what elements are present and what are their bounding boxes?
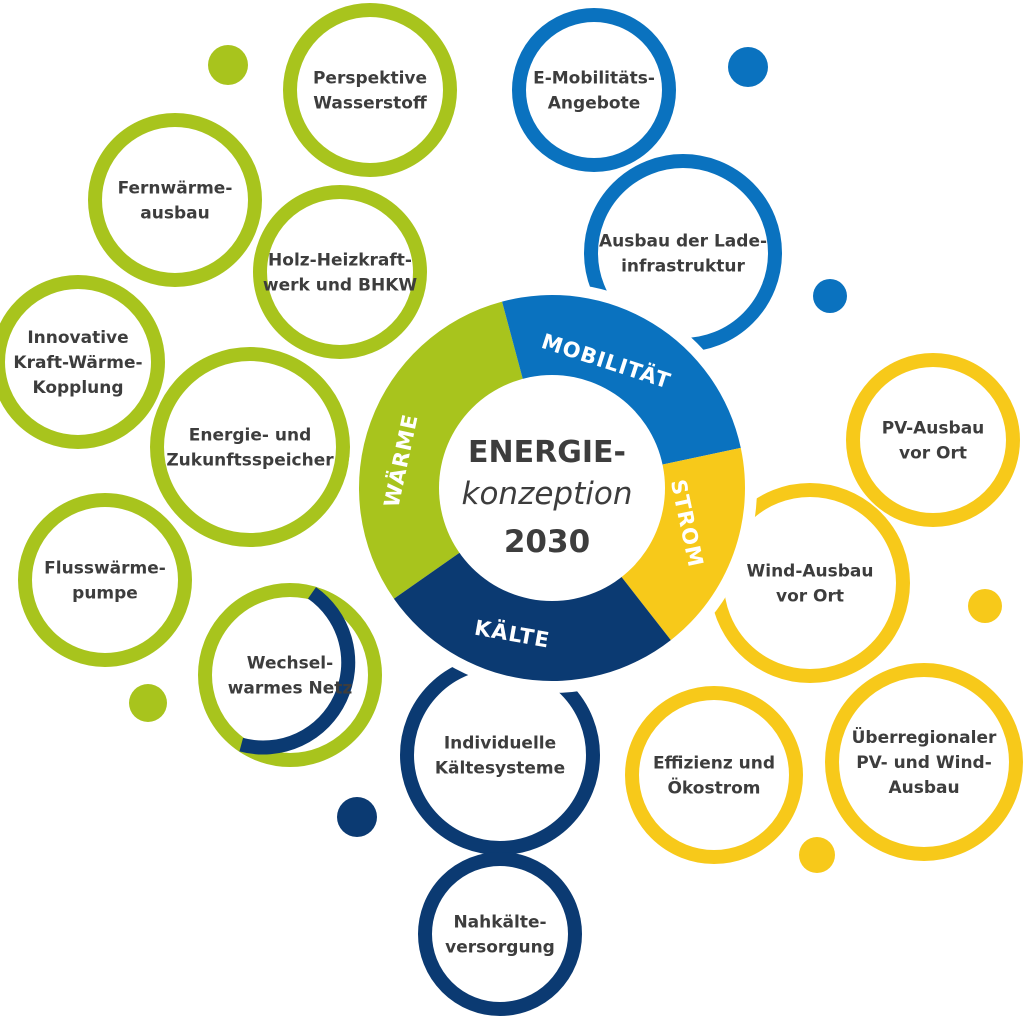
bubble-label-line: Kraft-Wärme- xyxy=(13,353,142,373)
bubble-ring xyxy=(253,185,427,359)
bubble-ring xyxy=(846,353,1020,527)
bubble-ring xyxy=(88,113,262,287)
decorative-dot xyxy=(968,589,1002,623)
center-title-year: 2030 xyxy=(504,524,590,560)
center-title-line1: ENERGIE- xyxy=(468,435,626,470)
bubble-label-line: werk und BHKW xyxy=(263,276,417,296)
decorative-dot xyxy=(337,797,377,837)
bubble-label-line: Wind-Ausbau xyxy=(746,562,873,582)
center-wheel: WÄRME MOBILITÄT STROM KÄLTE ENERGIE- kon… xyxy=(347,283,757,693)
bubble-pv-ausbau: PV-Ausbau vor Ort xyxy=(846,353,1020,527)
bubble-e-mobilitaets-angebote: E-Mobilitäts- Angebote xyxy=(512,8,676,172)
bubble-label-line: vor Ort xyxy=(899,444,967,464)
bubble-ring xyxy=(512,8,676,172)
segment-strom xyxy=(613,447,746,641)
bubble-ring xyxy=(150,347,350,547)
bubble-wechselwarmes-netz: Wechsel-warmes Netz xyxy=(198,583,382,767)
bubble-label-line: Wechsel- xyxy=(247,654,333,674)
bubble-label-line: Perspektive xyxy=(313,69,427,89)
decorative-dots xyxy=(129,45,1002,873)
bubble-label-line: pumpe xyxy=(72,584,138,604)
bubble-holz-heizkraftwerk: Holz-Heizkraft-werk und BHKW xyxy=(253,185,427,359)
bubble-fernwaerme-ausbau: Fernwärme-ausbau xyxy=(88,113,262,287)
bubble-ring xyxy=(18,493,192,667)
bubble-ausbau-ladeinfrastruktur: Ausbau der Lade-infrastruktur xyxy=(584,154,782,352)
bubble-label-line: E-Mobilitäts- xyxy=(533,69,655,89)
bubble-label-line: ausbau xyxy=(140,204,209,224)
bubble-ring xyxy=(283,3,457,177)
decorative-dot xyxy=(728,47,768,87)
bubble-label-line: Kältesysteme xyxy=(435,759,565,779)
segment-mobilitaet xyxy=(502,295,741,468)
topic-bubbles: PerspektiveWasserstoffFernwärme-ausbauHo… xyxy=(0,3,1023,1016)
decorative-dot xyxy=(208,45,248,85)
bubble-label-line: Angebote xyxy=(548,94,640,114)
segment-waerme xyxy=(358,301,527,599)
decorative-dot xyxy=(129,684,167,722)
bubble-label-line: Individuelle xyxy=(444,734,556,754)
decorative-dot xyxy=(813,279,847,313)
bubble-label-line: Wasserstoff xyxy=(313,94,427,114)
bubble-label-line: Ausbau xyxy=(888,778,959,798)
bubble-label-line: PV-Ausbau xyxy=(882,419,985,439)
bubble-label-line: Nahkälte- xyxy=(453,913,546,933)
bubble-nahkaelteversorgung: Nahkälte-versorgung xyxy=(418,852,582,1016)
bubble-label-line: Ökostrom xyxy=(667,777,760,799)
bubble-label-line: vor Ort xyxy=(776,587,844,607)
bubble-label-line: Kopplung xyxy=(32,378,123,398)
center-title-line2: konzeption xyxy=(462,476,633,512)
bubble-label-line: warmes Netz xyxy=(228,679,353,699)
bubble-ring xyxy=(625,686,803,864)
wheel-inner-white xyxy=(439,375,665,601)
bubble-label-line: infrastruktur xyxy=(621,257,745,277)
bubble-label-line: Effizienz und xyxy=(653,754,775,774)
bubble-flusswaermepumpe: Flusswärme-pumpe xyxy=(18,493,192,667)
bubble-label-line: Zukunftsspeicher xyxy=(166,451,334,471)
bubble-label-line: Holz-Heizkraft- xyxy=(268,251,412,271)
bubble-label-line: PV- und Wind- xyxy=(856,753,992,773)
bubble-ring xyxy=(418,852,582,1016)
bubble-ring-kaelte-arc xyxy=(239,587,356,755)
bubble-label-line: Energie- und xyxy=(189,426,312,446)
bubble-label-line: versorgung xyxy=(445,938,555,958)
bubble-label-line: Flusswärme- xyxy=(44,559,166,579)
bubble-ring xyxy=(0,275,165,449)
bubble-label-line: Innovative xyxy=(27,328,128,348)
bubble-label-line: Überregionaler xyxy=(852,726,997,748)
bubble-label-line: Ausbau der Lade- xyxy=(599,232,767,252)
bubble-ring xyxy=(825,663,1023,861)
bubble-label-line: Fernwärme- xyxy=(118,179,233,199)
decorative-dot xyxy=(799,837,835,873)
